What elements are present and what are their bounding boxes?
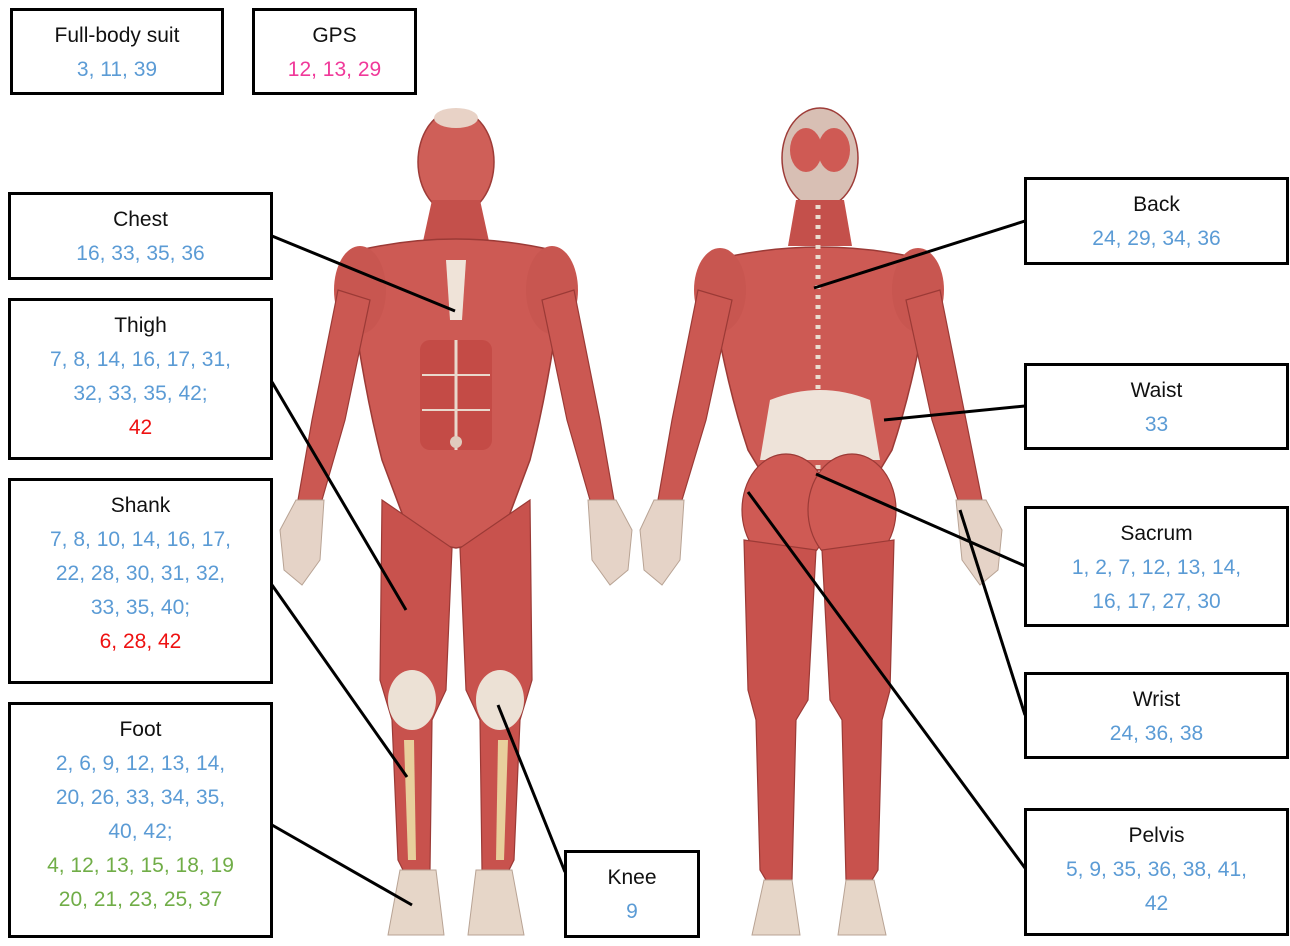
chest-refs: 16, 33, 35, 36 (11, 237, 270, 271)
shank-refs-line3: 33, 35, 40; (11, 591, 270, 625)
back-box: Back 24, 29, 34, 36 (1024, 177, 1289, 265)
front-right-arm (542, 290, 614, 500)
sacrum-title: Sacrum (1027, 517, 1286, 551)
back-refs: 24, 29, 34, 36 (1027, 222, 1286, 256)
pelvis-title: Pelvis (1027, 819, 1286, 853)
foot-refs-line1: 2, 6, 9, 12, 13, 14, (11, 747, 270, 781)
full-body-suit-box: Full-body suit 3, 11, 39 (10, 8, 224, 95)
pelvis-refs-line1: 5, 9, 35, 36, 38, 41, (1027, 853, 1286, 887)
shank-refs-line1: 7, 8, 10, 14, 16, 17, (11, 523, 270, 557)
foot-refs-line5: 20, 21, 23, 25, 37 (11, 883, 270, 917)
front-left-arm (298, 290, 370, 500)
gps-box: GPS 12, 13, 29 (252, 8, 417, 95)
waist-box: Waist 33 (1024, 363, 1289, 450)
waist-title: Waist (1027, 374, 1286, 408)
thigh-refs-line1: 7, 8, 14, 16, 17, 31, (11, 343, 270, 377)
foot-refs-line2: 20, 26, 33, 34, 35, (11, 781, 270, 815)
waist-refs: 33 (1027, 408, 1286, 442)
thigh-title: Thigh (11, 309, 270, 343)
pelvis-box: Pelvis 5, 9, 35, 36, 38, 41, 42 (1024, 808, 1289, 936)
thigh-refs-line3: 42 (11, 411, 270, 445)
wrist-title: Wrist (1027, 683, 1286, 717)
foot-refs-line3: 40, 42; (11, 815, 270, 849)
foot-title: Foot (11, 713, 270, 747)
sacrum-box: Sacrum 1, 2, 7, 12, 13, 14, 16, 17, 27, … (1024, 506, 1289, 627)
shank-box: Shank 7, 8, 10, 14, 16, 17, 22, 28, 30, … (8, 478, 273, 684)
shank-refs-line4: 6, 28, 42 (11, 625, 270, 659)
back-figure (640, 108, 1002, 935)
shank-title: Shank (11, 489, 270, 523)
gps-title: GPS (255, 19, 414, 53)
knee-refs: 9 (567, 895, 697, 929)
knee-title: Knee (567, 861, 697, 895)
back-title: Back (1027, 188, 1286, 222)
thigh-refs-line2: 32, 33, 35, 42; (11, 377, 270, 411)
knee-box: Knee 9 (564, 850, 700, 938)
sacrum-refs-line2: 16, 17, 27, 30 (1027, 585, 1286, 619)
wrist-box: Wrist 24, 36, 38 (1024, 672, 1289, 759)
full-body-suit-title: Full-body suit (13, 19, 221, 53)
shank-refs-line2: 22, 28, 30, 31, 32, (11, 557, 270, 591)
chest-title: Chest (11, 203, 270, 237)
gps-refs: 12, 13, 29 (255, 53, 414, 87)
front-figure (280, 108, 632, 935)
pelvis-refs-line2: 42 (1027, 887, 1286, 921)
foot-box: Foot 2, 6, 9, 12, 13, 14, 20, 26, 33, 34… (8, 702, 273, 938)
foot-connector (272, 825, 412, 905)
chest-box: Chest 16, 33, 35, 36 (8, 192, 273, 280)
full-body-suit-refs: 3, 11, 39 (13, 53, 221, 87)
sacrum-refs-line1: 1, 2, 7, 12, 13, 14, (1027, 551, 1286, 585)
thigh-box: Thigh 7, 8, 14, 16, 17, 31, 32, 33, 35, … (8, 298, 273, 460)
foot-refs-line4: 4, 12, 13, 15, 18, 19 (11, 849, 270, 883)
wrist-refs: 24, 36, 38 (1027, 717, 1286, 751)
